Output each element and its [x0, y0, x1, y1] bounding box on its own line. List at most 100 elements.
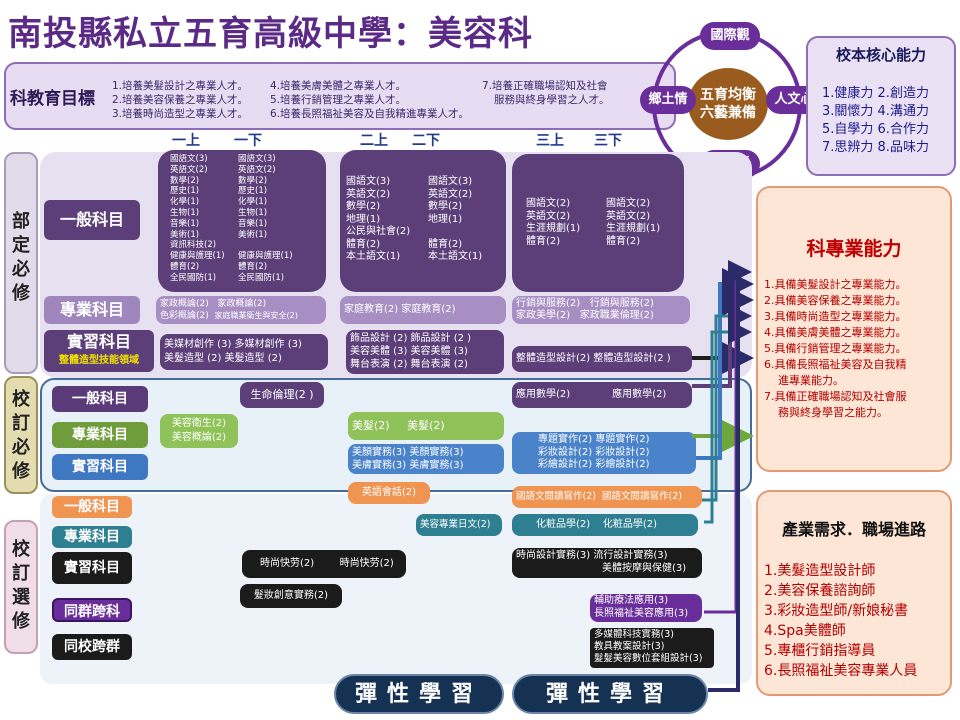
goal-item: 6.培養長照福祉美容及自我精進專業人才。 [270, 108, 470, 120]
course: 國語文閱讀寫作(2) [602, 491, 682, 502]
row-general-school: 一般科目 [52, 386, 148, 412]
course-line: 美容概論(2) [171, 432, 227, 443]
course-item: 體育(2) [606, 235, 641, 247]
professional-year1-line: 家政概論(2) 家政概論(2) [160, 298, 322, 310]
course-line: 時尚設計實務(3) 流行設計實務(3) [516, 550, 668, 561]
row-professional-elective: 專業科目 [52, 526, 132, 548]
grade-heading: 二上 [360, 133, 388, 149]
industry-item: 2.美容保養諮詢師 [764, 583, 876, 599]
course-item: 國語文(3) [238, 154, 276, 164]
fast-fashion-cell: 時尚快劳(2) 時尚快劳(2) [242, 550, 406, 578]
course-item: 國語文(3) [346, 176, 391, 187]
practice-year1-cell: 美媒材創作 (3) 多媒材創作 (3) 美髮造型 (2) 美髮造型 (2) [160, 334, 328, 370]
arrow-topic [696, 268, 754, 460]
course-item: 英語文(2) [238, 164, 276, 175]
section-school-elective: 校訂選修 [4, 520, 38, 654]
reading-writing-cell: 國語文閱讀寫作(2) 國語文閱讀寫作(2) [512, 486, 702, 508]
vision-center [688, 68, 768, 140]
professional-ability-item: 6.具備長照福祉美容及自我精 [764, 358, 907, 371]
course-item: 健康與護理(1) [170, 251, 225, 262]
course: 時尚快劳(2) [260, 558, 315, 569]
course-item: 英語文(2) [526, 210, 571, 222]
cosmetics-cell: 化粧品學(2) 化粧品學(2) [512, 514, 698, 536]
professional-ability-item: 7.具備正確職場認知及社會服 [764, 390, 907, 403]
course-line: 多媒體科技實務(3) [594, 629, 674, 640]
professional-ability-item: 3.具備時尚造型之專業能力。 [764, 310, 907, 323]
course-item: 健康與護理(1) [238, 251, 293, 262]
core-competency-line: 5.自學力 6.合作力 [822, 122, 929, 137]
course-line: 長照福祉美容應用(3) [594, 607, 689, 619]
course-item: 歷史(1) [170, 186, 200, 197]
section-required: 部定必修 [4, 152, 38, 374]
course: 化粧品學(2) [602, 519, 658, 530]
course-item: 體育(2) [346, 238, 381, 250]
course: 國語文閱讀寫作(2) [516, 491, 596, 502]
course-item: 音樂(1) [170, 218, 200, 229]
row-general-elective: 一般科目 [52, 496, 132, 518]
practice-year1-line: 美媒材創作 (3) 多媒材創作 (3) [164, 339, 302, 350]
professional-ability-item: 2.具備美容保養之專業能力。 [764, 294, 907, 307]
course-item: 數學(2) [238, 175, 268, 186]
professional-course: 家政職業倫理(2) [579, 310, 654, 321]
course: 美髮(2) [352, 419, 390, 432]
professional-ability-item: 務與終身學習之能力。 [778, 406, 888, 419]
industry-item: 5.專櫃行銷指導員 [764, 643, 876, 659]
professional-course: 家政概論(2) [160, 299, 209, 309]
core-competency-line: 1.健康力 2.創造力 [822, 86, 929, 101]
industry-title: 產業需求．職場進路 [781, 520, 926, 539]
core-competency-line: 3.關懷力 4.溝通力 [822, 104, 929, 119]
row-practice-label: 實習科目 [66, 332, 131, 351]
row-cross-school: 同校跨群 [52, 634, 132, 660]
practice-year3-cell: 整體造型設計(2) 整體造型設計(2 ) [512, 346, 692, 372]
section-school-elective-text: 校訂選修 [12, 539, 30, 632]
course-item: 英語文(2) [170, 164, 208, 175]
grade-heading: 三下 [594, 133, 622, 149]
grade-heading: 二下 [412, 133, 440, 149]
flex-learning-badge: 彈性學習 [512, 674, 708, 714]
course-item: 國語文(3) [428, 176, 473, 187]
industry-item: 4.Spa美體師 [764, 623, 846, 639]
vision-center-line2: 六藝兼備 [700, 105, 756, 121]
professional-ability-item: 4.具備美膚美體之專業能力。 [764, 326, 907, 339]
professional-ability-panel [756, 186, 952, 472]
arrow-cosmetic [704, 320, 752, 524]
general-year3-sem2: 國語文(2)英語文(2)生涯規劃(1)體育(2) [606, 198, 660, 248]
vision-top: 國際觀 [700, 22, 760, 50]
goal-item: 3.培養時尚造型之專業人才。 [112, 108, 249, 120]
course-item: 化學(1) [238, 197, 268, 208]
practice-year2-line: 飾品設計 (2) 飾品設計 (2 ) [350, 333, 472, 344]
goal-item: 5.培養行銷管理之專業人才。 [270, 94, 407, 106]
section-required-text: 部定必修 [12, 211, 30, 304]
hair-cell: 美髮(2) 美髮(2) [348, 412, 504, 440]
course-line: 美容衛生(2) [171, 418, 227, 429]
course-item: 國語文(3) [170, 154, 208, 164]
professional-course: 家政美學(2) [516, 310, 571, 321]
grade-heading: 一下 [234, 133, 262, 149]
arrow-flex [708, 270, 740, 692]
course-item: 歷史(1) [238, 186, 268, 197]
connector-arrows [692, 260, 754, 692]
facial-practice-cell: 美顏實務(3) 美顏實務(3) 美膚實務(3) 美膚實務(3) [348, 444, 504, 474]
course-item: 全民國防(1) [170, 272, 217, 283]
course-item: 國語文(2) [606, 198, 651, 209]
course-line: 彩繪設計(2) 彩繪設計(2) [538, 459, 650, 470]
vision-center-line1: 五育均衡 [700, 87, 756, 103]
course-item: 英語文(2) [346, 188, 391, 200]
aux-therapy-cell: 輔助療法應用(3) 長照福祉美容應用(3) [590, 594, 702, 622]
course: 應用數學(2) [612, 389, 667, 400]
general-year1-sem1: 國語文(3)英語文(2)數學(2)歷史(1)化學(1)生物(1)音樂(1)美術(… [170, 154, 225, 284]
row-practice-sub: 整體造型技能領域 [59, 355, 139, 366]
course-item: 美術(1) [238, 229, 268, 240]
industry-item: 6.長照福祉美容專業人員 [764, 663, 918, 679]
arrow-elective [702, 304, 752, 502]
beauty-japanese-cell: 美容專業日文(2) [416, 514, 502, 536]
course-item: 數學(2) [170, 175, 200, 186]
course-item: 生物(1) [170, 207, 200, 218]
industry-item: 1.美髮造型設計師 [764, 563, 876, 579]
general-year3-sem1: 國語文(2)英語文(2)生涯規劃(1)體育(2) [526, 198, 580, 248]
course: 應用數學(2) [516, 389, 571, 400]
topic-practice-cell: 專題實作(2) 專題實作(2) 彩妝設計(2) 彩妝設計(2) 彩繪設計(2) … [512, 432, 696, 474]
practice-year2-cell: 飾品設計 (2) 飾品設計 (2 ) 美容美體 (3) 美容美體 (3) 舞台表… [346, 330, 504, 374]
professional-course: 行銷與服務(2) [589, 298, 654, 309]
professional-course: 行銷與服務(2) [516, 298, 581, 309]
